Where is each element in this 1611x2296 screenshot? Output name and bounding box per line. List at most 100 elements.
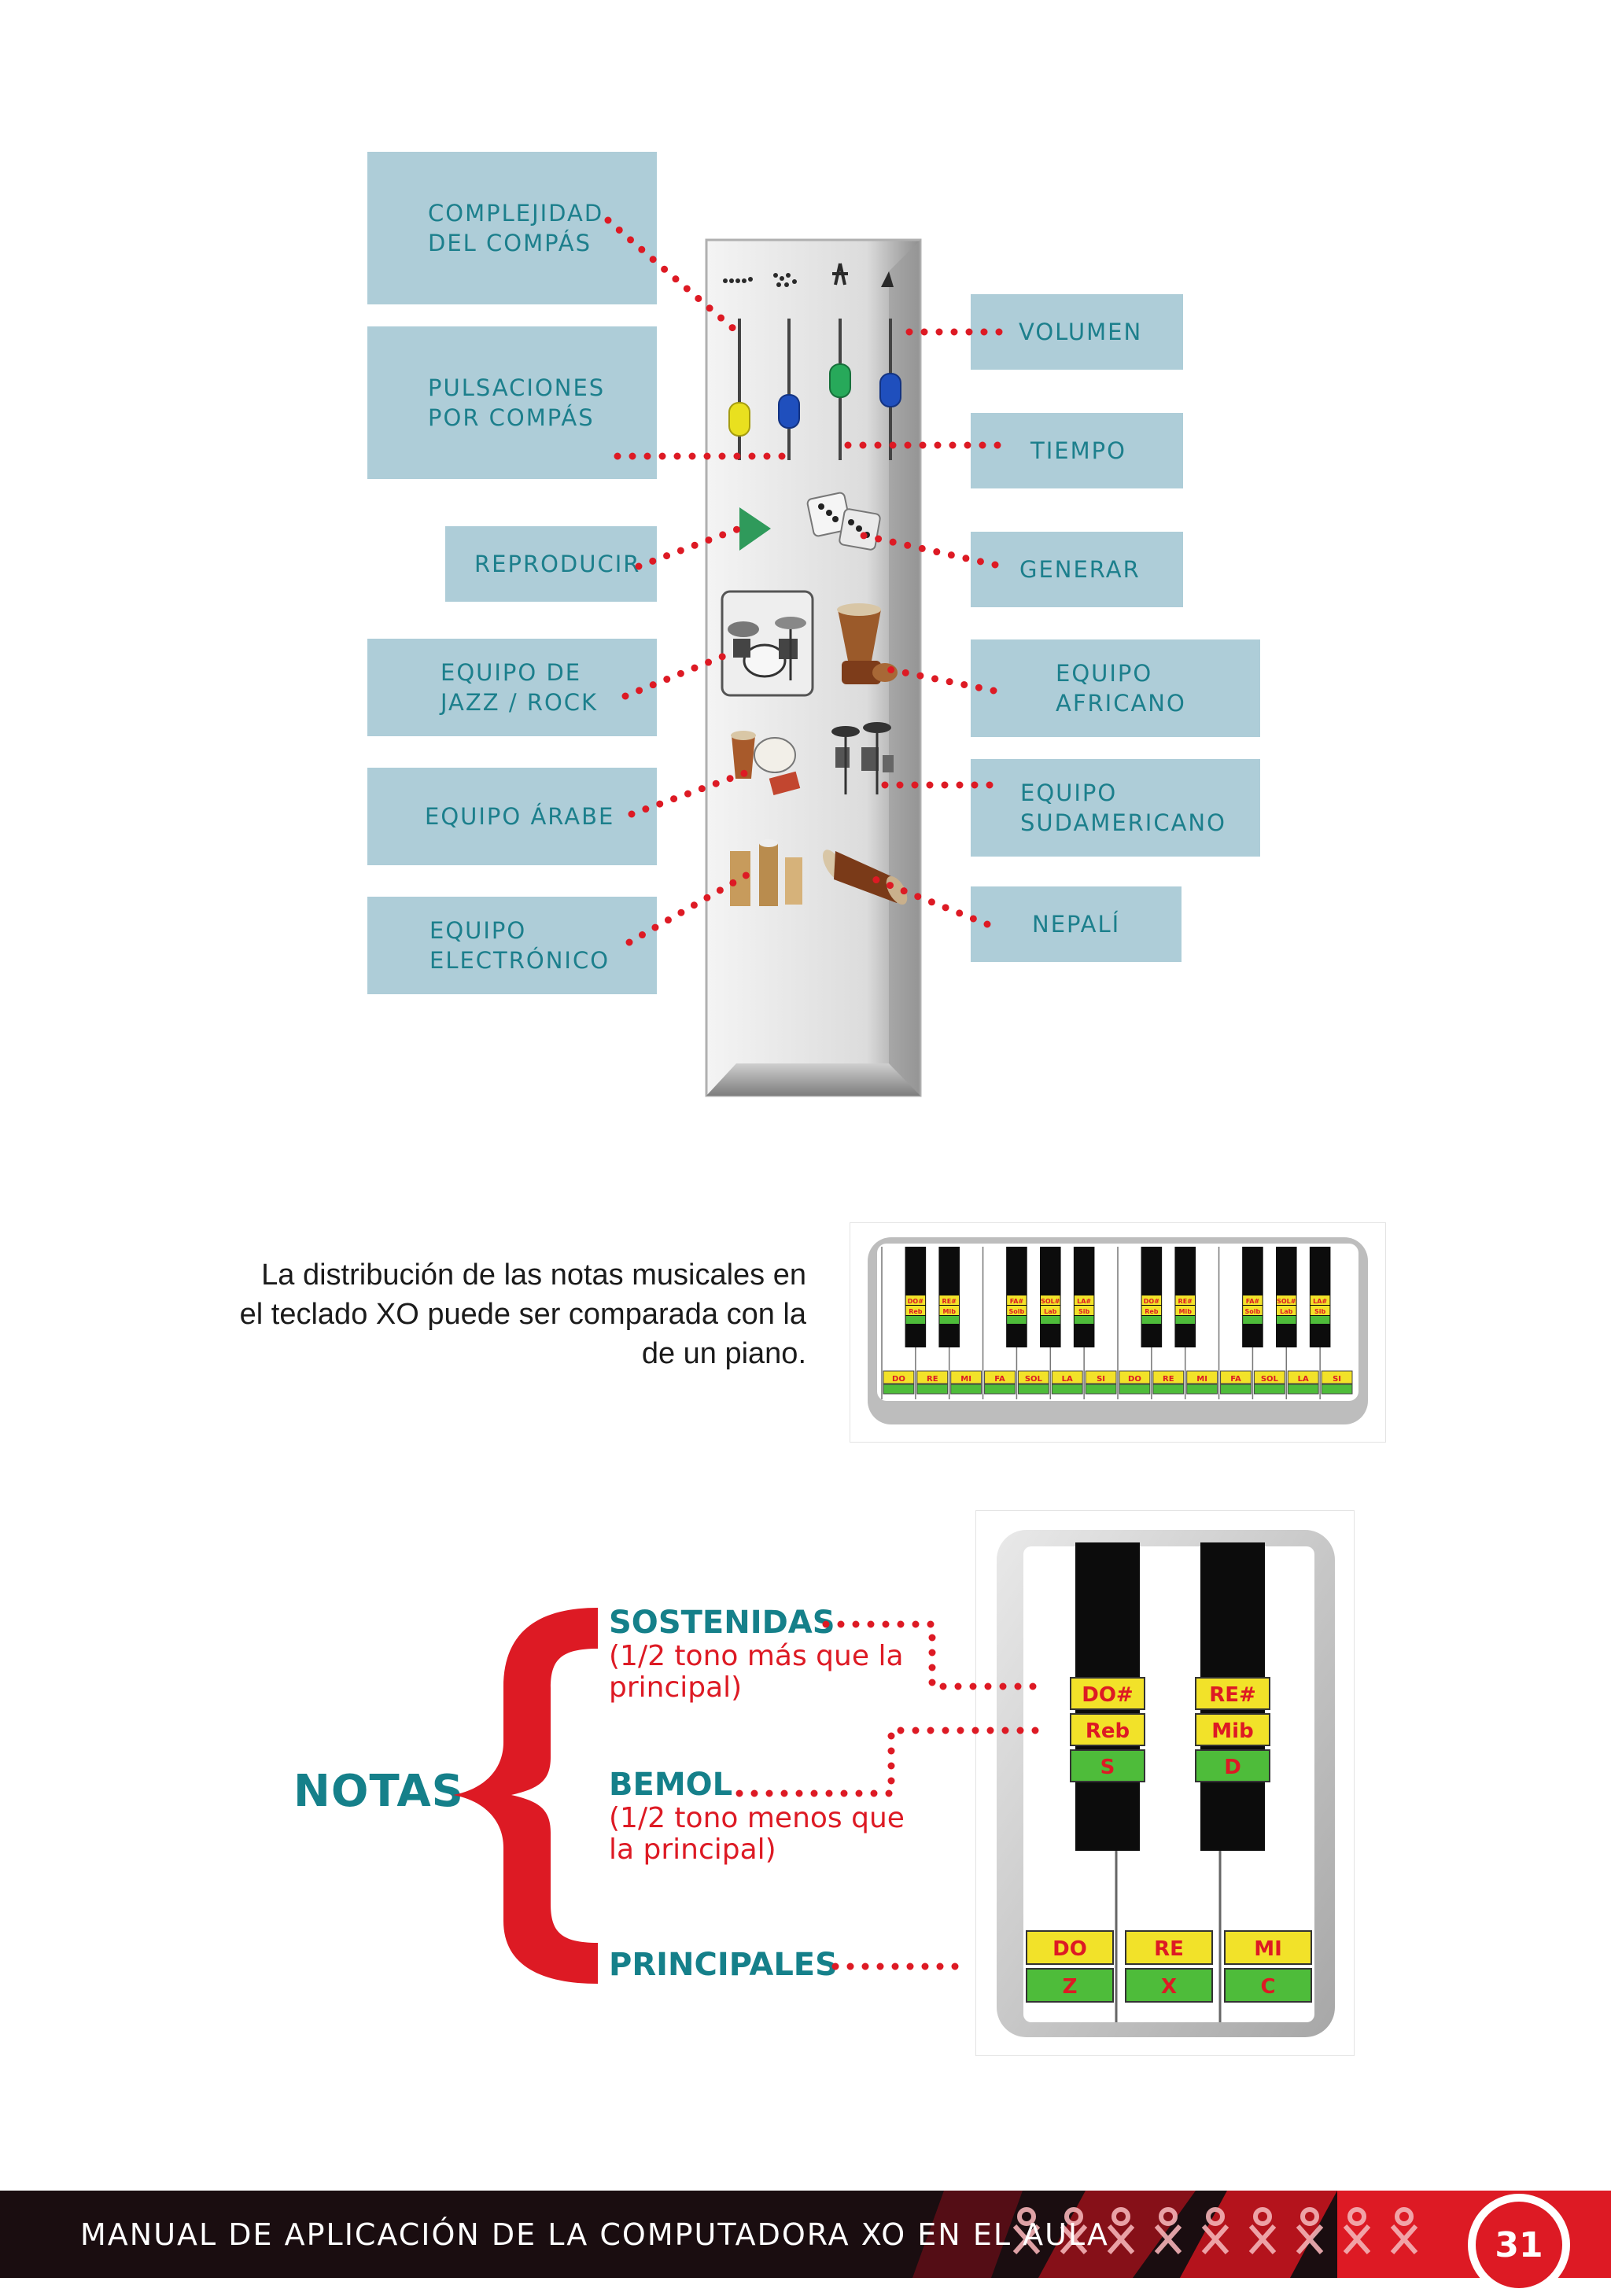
tamtam-panel [705, 238, 922, 1097]
slider-knob-green[interactable] [829, 363, 851, 398]
keyboard-white-key[interactable]: DO [883, 1370, 915, 1395]
keyboard-black-key[interactable]: SOL# Lab [1276, 1247, 1297, 1347]
keyboard-white-key[interactable]: MI [1186, 1370, 1218, 1395]
keyboard-white-key-label: DO [1128, 1375, 1141, 1384]
callout-volumen: VOLUMEN [971, 294, 1183, 370]
panel-connectors [604, 216, 1003, 946]
zoom-keyletter-s: S [1100, 1756, 1115, 1779]
keyboard-white-key[interactable]: SOL [1253, 1370, 1285, 1395]
arabic-kit-icon[interactable] [731, 731, 801, 796]
zoom-flat-1: Reb [1086, 1719, 1130, 1743]
keyboard-black-key[interactable]: DO#Reb [1141, 1247, 1163, 1347]
keyboard-black-key-sharp: SOL# [1041, 1298, 1060, 1305]
slider-header-icons [723, 263, 894, 287]
bemol-sub: (1/2 tono menos que la principal) [609, 1802, 905, 1866]
african-drum-icon[interactable] [837, 603, 898, 684]
keyboard-black-key[interactable]: LA# Sib [1073, 1247, 1095, 1347]
slider-knob-blue-2[interactable] [879, 373, 901, 407]
keyboard-black-key-flat: Solb [1245, 1308, 1261, 1315]
xo-keyboard-svg: DO RE MI FA SOL LA SI DO RE MI FA SOL LA SI DO# Reb RE# M… [868, 1237, 1368, 1424]
keyboard-white-key[interactable]: RE [916, 1370, 949, 1395]
callout-equipo-sudamericano: EQUIPO SUDAMERICANO [971, 759, 1260, 857]
callout-generar: GENERAR [971, 532, 1183, 607]
sostenidas-sub: (1/2 tono más que la principal) [609, 1640, 904, 1704]
keyboard-black-key-sharp: FA# [1246, 1298, 1260, 1305]
keyboard-black-key-flat: Sib [1314, 1308, 1326, 1315]
notes-connectors [735, 1620, 1041, 1970]
zoom-keyletter-x: X [1161, 1975, 1177, 1999]
principales-label: PRINCIPALES [609, 1947, 838, 1983]
keyboard-white-key-label: RE [1163, 1375, 1174, 1384]
keyboard-black-key[interactable]: SOL#Lab [1040, 1247, 1061, 1347]
zoom-keyletter-z: Z [1063, 1975, 1078, 1999]
keyboard-black-key[interactable]: FA# Solb [1006, 1247, 1027, 1347]
keyboard-white-key-label: RE [927, 1375, 938, 1384]
keyboard-black-key[interactable]: FA# Solb [1242, 1247, 1263, 1347]
slider-knob-yellow[interactable] [728, 402, 750, 437]
callout-pulsaciones-por-compas: PULSACIONES POR COMPÁS [367, 326, 657, 479]
keyboard-white-key[interactable]: FA [984, 1370, 1016, 1395]
callout-complejidad-del-compas: COMPLEJIDAD DEL COMPÁS [367, 152, 657, 304]
keyboard-black-key-sharp: FA# [1010, 1298, 1024, 1305]
keyboard-black-key-sharp: DO# [1144, 1298, 1159, 1305]
bemol-label: BEMOL [609, 1767, 733, 1803]
callout-equipo-jazz-rock: EQUIPO DE JAZZ / ROCK [367, 639, 657, 736]
keyboard-white-key-label: SI [1097, 1375, 1105, 1384]
keyboard-white-key-label: SOL [1261, 1375, 1279, 1384]
keyboard-black-key-flat: Sib [1078, 1308, 1090, 1315]
keyboard-white-key-label: SOL [1025, 1375, 1043, 1384]
keyboard-black-key-flat: Reb [909, 1308, 923, 1315]
callout-equipo-africano: EQUIPO AFRICANO [971, 639, 1260, 737]
keyboard-white-key-label: SI [1333, 1375, 1341, 1384]
zoom-sharp-2: RE# [1209, 1683, 1256, 1707]
dice-icon[interactable] [806, 492, 881, 551]
keyboard-black-key[interactable]: RE# Mib [1174, 1247, 1196, 1347]
keyboard-white-key[interactable]: LA [1287, 1370, 1319, 1395]
zoom-keyletter-d: D [1224, 1756, 1241, 1779]
keyboard-black-key-sharp: RE# [942, 1298, 957, 1305]
keyboard-white-key-label: LA [1298, 1375, 1309, 1384]
keyboard-image: DO RE MI FA SOL LA SI DO RE MI FA SOL LA SI DO# Reb RE# M… [850, 1222, 1386, 1443]
callout-nepali: NEPALÍ [971, 886, 1182, 962]
play-icon[interactable] [739, 507, 771, 551]
keyboard-black-key-flat: Solb [1009, 1308, 1025, 1315]
notes-brace [453, 1608, 598, 1984]
keyboard-black-key[interactable]: DO# Reb [905, 1247, 927, 1347]
keyboard-white-key[interactable]: LA [1051, 1370, 1083, 1395]
keyboard-black-key-flat: Mib [942, 1308, 956, 1315]
keyboard-description: La distribución de las notas musicales e… [239, 1259, 806, 1370]
keyboard-black-key-sharp: LA# [1077, 1298, 1091, 1305]
jazz-rock-kit-icon[interactable] [721, 590, 814, 697]
zoom-flat-2: Mib [1211, 1719, 1253, 1743]
zoom-sharp-1: DO# [1082, 1683, 1133, 1707]
callout-tiempo: TIEMPO [971, 413, 1183, 488]
south-american-kit-icon[interactable] [831, 722, 894, 794]
slider-knob-blue-1[interactable] [778, 394, 800, 429]
keyboard-white-key-label: MI [960, 1375, 971, 1384]
keyboard-white-key[interactable]: SOL [1017, 1370, 1049, 1395]
xo-logo-row-icons [1012, 2207, 1418, 2254]
keyboard-black-key-sharp: SOL# [1277, 1298, 1296, 1305]
keyboard-black-key-flat: Mib [1178, 1308, 1192, 1315]
zoomed-keys-image: DO# Reb S RE# Mib D DO Z RE X MI C [975, 1510, 1355, 2056]
sostenidas-label: SOSTENIDAS [609, 1605, 835, 1641]
keyboard-white-key[interactable]: FA [1220, 1370, 1252, 1395]
callout-equipo-electronico: EQUIPO ELECTRÓNICO [367, 897, 657, 994]
footer-title: MANUAL DE APLICACIÓN DE LA COMPUTADORA X… [80, 2217, 1109, 2252]
zoom-note-re: RE [1154, 1937, 1184, 1961]
zoom-keyletter-c: C [1260, 1975, 1275, 1999]
keyboard-white-key[interactable]: SI [1321, 1370, 1353, 1395]
keyboard-black-key-sharp: DO# [908, 1298, 923, 1305]
keyboard-black-key-sharp: RE# [1178, 1298, 1193, 1305]
keyboard-white-key[interactable]: DO [1119, 1370, 1151, 1395]
keyboard-white-key[interactable]: MI [950, 1370, 982, 1395]
notes-title: NOTAS [293, 1766, 464, 1817]
keyboard-white-key[interactable]: RE [1152, 1370, 1185, 1395]
zoom-note-do: DO [1052, 1937, 1087, 1961]
callout-equipo-arabe: EQUIPO ÁRABE [367, 768, 657, 865]
keyboard-white-key[interactable]: SI [1085, 1370, 1117, 1395]
keyboard-black-key-flat: Lab [1280, 1308, 1292, 1315]
keyboard-black-key[interactable]: RE# Mib [938, 1247, 960, 1347]
keyboard-white-key-label: FA [1230, 1375, 1241, 1384]
keyboard-black-key[interactable]: LA#Sib [1309, 1247, 1331, 1347]
